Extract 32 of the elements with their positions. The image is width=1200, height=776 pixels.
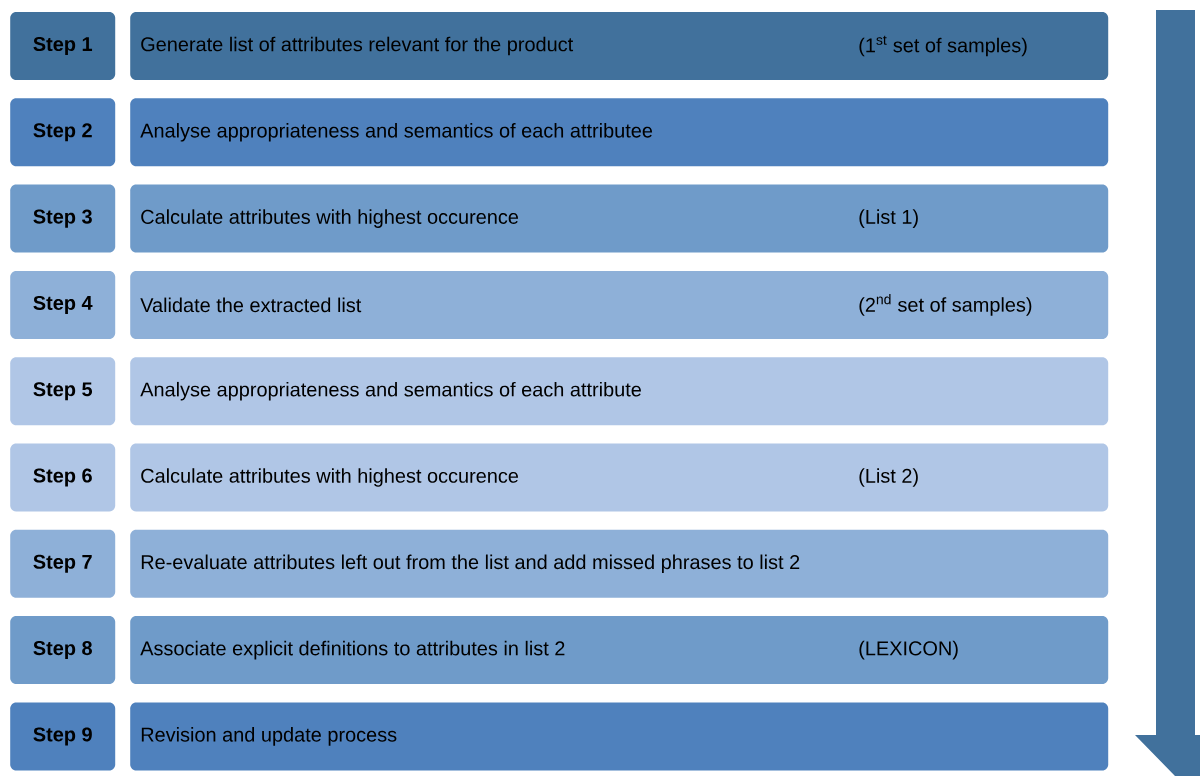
- step-box: Step 7: [10, 529, 116, 598]
- step-note: (2$^{nd}$ set of samples): [859, 294, 1032, 316]
- step-note: (List 1): [859, 209, 918, 228]
- process-box: [130, 98, 1109, 167]
- process-box: [130, 270, 1109, 339]
- step-description: Validate the extracted list: [140, 297, 362, 313]
- process-box: [130, 702, 1109, 771]
- step-box: Step 9: [10, 702, 116, 771]
- step-description: Generate list of attributes relevant for the product: [141, 36, 574, 56]
- step-box: Step 3: [10, 184, 116, 253]
- step-box: Step 1: [10, 12, 116, 80]
- step-description: Revision and update process: [141, 727, 397, 746]
- step-box: Step 6: [10, 443, 116, 512]
- step-box: Step 4: [10, 270, 116, 339]
- step-note: (LEXICON): [859, 640, 958, 660]
- process-box: [130, 616, 1109, 685]
- process-box: [130, 12, 1109, 80]
- process-box: [130, 529, 1109, 598]
- step-description: Analyse appropriateness and semantics of each attribute: [140, 381, 641, 401]
- step-description: Calculate attributes with highest occurence: [141, 468, 519, 487]
- step-box: Step 5: [10, 357, 116, 426]
- process-box: [130, 443, 1109, 512]
- step-box: Step 2: [10, 98, 116, 167]
- step-description: Analyse appropriateness and semantics of each attributee: [140, 123, 653, 142]
- step-note: (1$^{st}$ set of samples): [859, 35, 1027, 57]
- step-note: (List 2): [859, 468, 918, 487]
- process-box: [130, 357, 1109, 426]
- step-box: Step 8: [10, 616, 116, 685]
- step-description: Calculate attributes with highest occurence: [141, 209, 519, 228]
- process-box: [130, 184, 1109, 253]
- step-description: Re-evaluate attributes left out from the list and add missed phrases to list 2: [141, 554, 800, 574]
- step-description: Associate explicit definitions to attributes in list 2: [140, 640, 565, 660]
